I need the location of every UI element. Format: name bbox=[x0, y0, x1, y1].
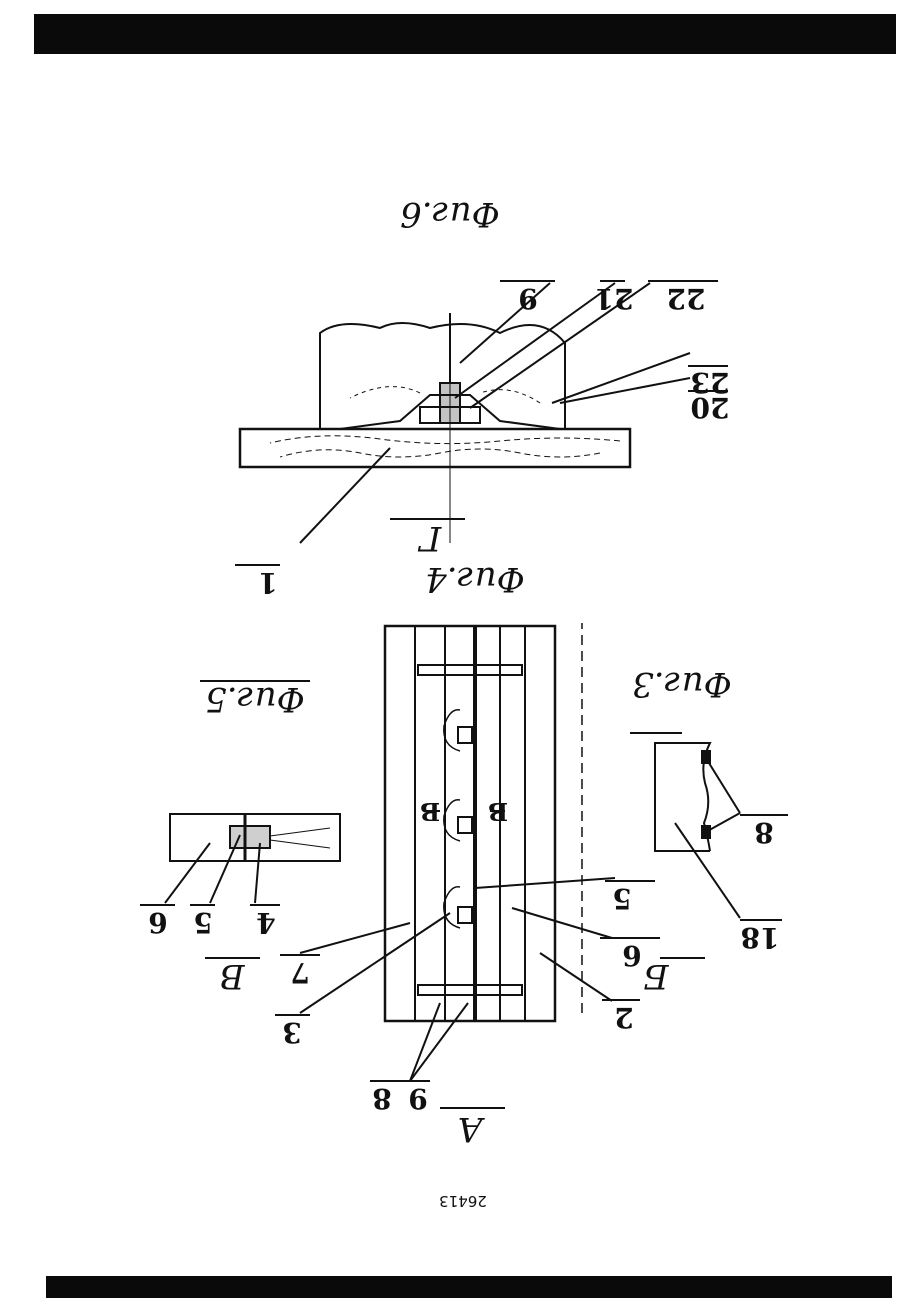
fig4-caption: Фиг.4 bbox=[425, 559, 525, 599]
fig3-section-label: Б bbox=[644, 956, 670, 996]
fig4-section-label: Г bbox=[417, 518, 442, 558]
fig4-section-mark-right: В bbox=[420, 797, 440, 826]
fig6-caption: Фиг.6 bbox=[400, 194, 500, 234]
fig4-section-mark-left: В bbox=[488, 797, 508, 826]
fig5-label-6: 6 bbox=[148, 906, 167, 939]
fig5-drawing bbox=[140, 681, 340, 958]
fig4-label-6: 6 bbox=[622, 939, 641, 972]
fig4-label-5: 5 bbox=[612, 882, 631, 915]
fig6-labels: Фиг.6 1 23 20 22 21 9 bbox=[258, 194, 729, 599]
fig4-label-7: 7 bbox=[290, 956, 309, 989]
fig5-labels: Фиг.5 В 6 5 4 bbox=[148, 679, 305, 996]
fig3-label-18: 18 bbox=[741, 921, 780, 954]
fig3-label-8: 8 bbox=[754, 816, 773, 849]
fig3-caption: Фиг.3 bbox=[632, 664, 732, 704]
document-number: 26413 bbox=[439, 1192, 487, 1210]
fig4-label-8: 8 bbox=[372, 1082, 391, 1115]
fig6-label-9: 9 bbox=[518, 282, 537, 315]
fig4-label-2: 2 bbox=[614, 1001, 633, 1034]
fig6-label-20: 20 bbox=[691, 391, 730, 424]
fig5-label-4: 4 bbox=[256, 906, 275, 939]
fig6-label-21: 21 bbox=[595, 282, 634, 315]
fig5-label-5: 5 bbox=[193, 906, 212, 939]
fig6-drawing bbox=[235, 281, 728, 565]
fig6-label-1: 1 bbox=[258, 566, 277, 599]
fig5-caption: Фиг.5 bbox=[205, 679, 305, 719]
fig6-label-22: 22 bbox=[667, 282, 706, 315]
fig4-view-label: А bbox=[457, 1109, 485, 1149]
fig4-label-9: 9 bbox=[408, 1082, 427, 1115]
fig5-section-label: В bbox=[220, 956, 246, 996]
fig4-label-3: 3 bbox=[282, 1016, 301, 1049]
